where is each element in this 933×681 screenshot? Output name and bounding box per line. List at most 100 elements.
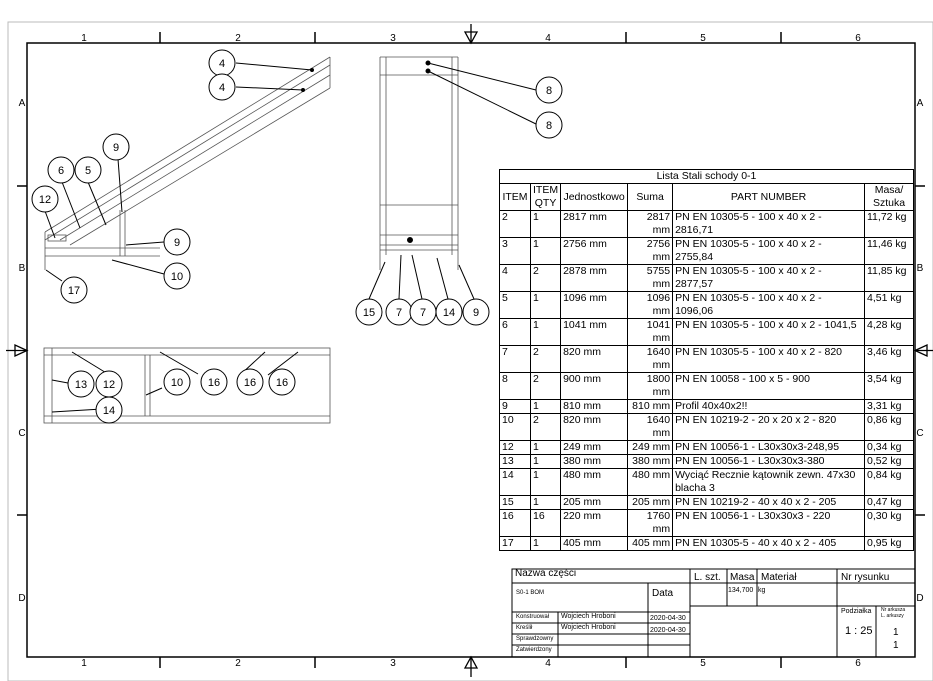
scale-value: 1 : 25	[845, 625, 873, 637]
bom-cell-qty: 2	[529, 413, 562, 441]
bom-cell-item: 13	[499, 454, 531, 469]
bom-header-row: ITEM ITEM QTY Jednostkowo Suma PART NUMB…	[499, 183, 914, 211]
zone-row-label: C	[18, 428, 25, 439]
bom-cell-mass: 0,30 kg	[864, 509, 914, 537]
front-view	[379, 56, 459, 270]
bom-cell-mass: 3,54 kg	[864, 372, 914, 400]
zone-row-label: D	[916, 593, 923, 604]
bom-cell-part: PN EN 10305-5 - 40 x 40 x 2 - 405	[672, 536, 865, 551]
balloon-labels: 4 4 9 6 5 12 9 10 17 8 8 15 7 7 14 9 13 …	[39, 58, 552, 417]
drawing-no-label: Nr rysunku	[841, 572, 890, 583]
bom-cell-unit: 1096 mm	[560, 291, 629, 319]
approved-label: Zatwierdzony	[516, 647, 552, 653]
bom-cell-unit: 900 mm	[560, 372, 629, 400]
drafter-label: Kreślił	[516, 625, 533, 631]
bom-cell-item: 16	[499, 509, 531, 537]
bom-cell-part: PN EN 10219-2 - 20 x 20 x 2 - 820	[672, 413, 865, 441]
bom-table: Lista Stali schody 0-1 ITEM ITEM QTY Jed…	[499, 169, 914, 551]
bom-cell-sum: 1760 mm	[627, 509, 674, 537]
bom-cell-sum: 380 mm	[627, 454, 674, 469]
bom-cell-item: 3	[499, 237, 531, 265]
balloon-label: 4	[219, 58, 225, 70]
bom-cell-part: PN EN 10305-5 - 100 x 40 x 2 - 2755,84	[672, 237, 865, 265]
bom-cell-qty: 1	[529, 318, 562, 346]
bom-cell-mass: 0,86 kg	[864, 413, 914, 441]
col-mass: Masa/ Sztuka	[864, 183, 914, 211]
balloon-label: 16	[208, 377, 220, 389]
balloon-label: 12	[103, 379, 115, 391]
drafter-date: 2020-04-30	[650, 627, 686, 634]
bom-cell-item: 2	[499, 210, 531, 238]
bom-cell-part: PN EN 10056-1 - L30x30x3 - 220	[672, 509, 865, 537]
balloon-label: 17	[68, 285, 80, 297]
bom-cell-mass: 0,47 kg	[864, 495, 914, 510]
bom-cell-item: 14	[499, 468, 531, 496]
part-name-value: S0-1 BOM	[516, 590, 545, 596]
balloon-label: 10	[171, 377, 183, 389]
bom-cell-part: PN EN 10305-5 - 100 x 40 x 2 - 1096,06	[672, 291, 865, 319]
col-unit: Jednostkowo	[560, 183, 629, 211]
bom-cell-mass: 4,51 kg	[864, 291, 914, 319]
bom-cell-mass: 3,31 kg	[864, 399, 914, 414]
bom-cell-mass: 0,84 kg	[864, 468, 914, 496]
zone-row-label: A	[19, 98, 26, 109]
balloon-label: 12	[39, 194, 51, 206]
bom-cell-sum: 2817 mm	[627, 210, 674, 238]
balloon-label: 7	[420, 307, 426, 319]
balloon-label: 8	[546, 85, 552, 97]
bom-cell-mass: 0,34 kg	[864, 440, 914, 455]
bom-cell-part: Profil 40x40x2!!	[672, 399, 865, 414]
balloon-label: 9	[113, 142, 119, 154]
bom-cell-qty: 1	[529, 399, 562, 414]
bom-cell-unit: 2878 mm	[560, 264, 629, 292]
bom-cell-qty: 1	[529, 495, 562, 510]
bom-cell-item: 5	[499, 291, 531, 319]
bom-cell-sum: 2756 mm	[627, 237, 674, 265]
balloon-label: 7	[396, 307, 402, 319]
zone-col-label: 6	[855, 658, 861, 669]
bom-cell-unit: 820 mm	[560, 413, 629, 441]
bom-cell-unit: 249 mm	[560, 440, 629, 455]
zone-col-label: 2	[235, 33, 241, 44]
col-sum: Suma	[627, 183, 674, 211]
bom-cell-part: PN EN 10058 - 100 x 5 - 900	[672, 372, 865, 400]
leader-lines	[44, 60, 537, 413]
bom-cell-qty: 16	[529, 509, 562, 537]
zone-row-label: C	[916, 428, 923, 439]
bom-cell-item: 6	[499, 318, 531, 346]
bom-cell-mass: 4,28 kg	[864, 318, 914, 346]
qty-label: L. szt.	[694, 572, 721, 583]
balloon-label: 5	[85, 165, 91, 177]
bom-cell-unit: 380 mm	[560, 454, 629, 469]
bom-cell-unit: 1041 mm	[560, 318, 629, 346]
bom-cell-unit: 2817 mm	[560, 210, 629, 238]
bom-cell-mass: 0,95 kg	[864, 536, 914, 551]
bom-cell-item: 7	[499, 345, 531, 373]
bom-cell-item: 4	[499, 264, 531, 292]
balloon-label: 16	[276, 377, 288, 389]
col-part: PART NUMBER	[672, 183, 865, 211]
designer-date: 2020-04-30	[650, 615, 686, 622]
bom-cell-sum: 205 mm	[627, 495, 674, 510]
bom-cell-unit: 820 mm	[560, 345, 629, 373]
mass-unit: kg	[758, 587, 766, 594]
bom-cell-mass: 0,52 kg	[864, 454, 914, 469]
bom-cell-sum: 810 mm	[627, 399, 674, 414]
bom-cell-mass: 11,72 kg	[864, 210, 914, 238]
bom-cell-unit: 480 mm	[560, 468, 629, 496]
zone-labels: 1 2 3 4 5 6 1 2 3 4 5 6 A B C D A B C D	[18, 33, 923, 669]
bom-cell-part: PN EN 10305-5 - 100 x 40 x 2 - 820	[672, 345, 865, 373]
mass-label: Masa	[730, 572, 755, 583]
bom-cell-mass: 3,46 kg	[864, 345, 914, 373]
bom-cell-qty: 1	[529, 237, 562, 265]
balloon-label: 15	[363, 307, 375, 319]
material-label: Materiał	[761, 572, 797, 583]
zone-col-label: 1	[81, 658, 87, 669]
